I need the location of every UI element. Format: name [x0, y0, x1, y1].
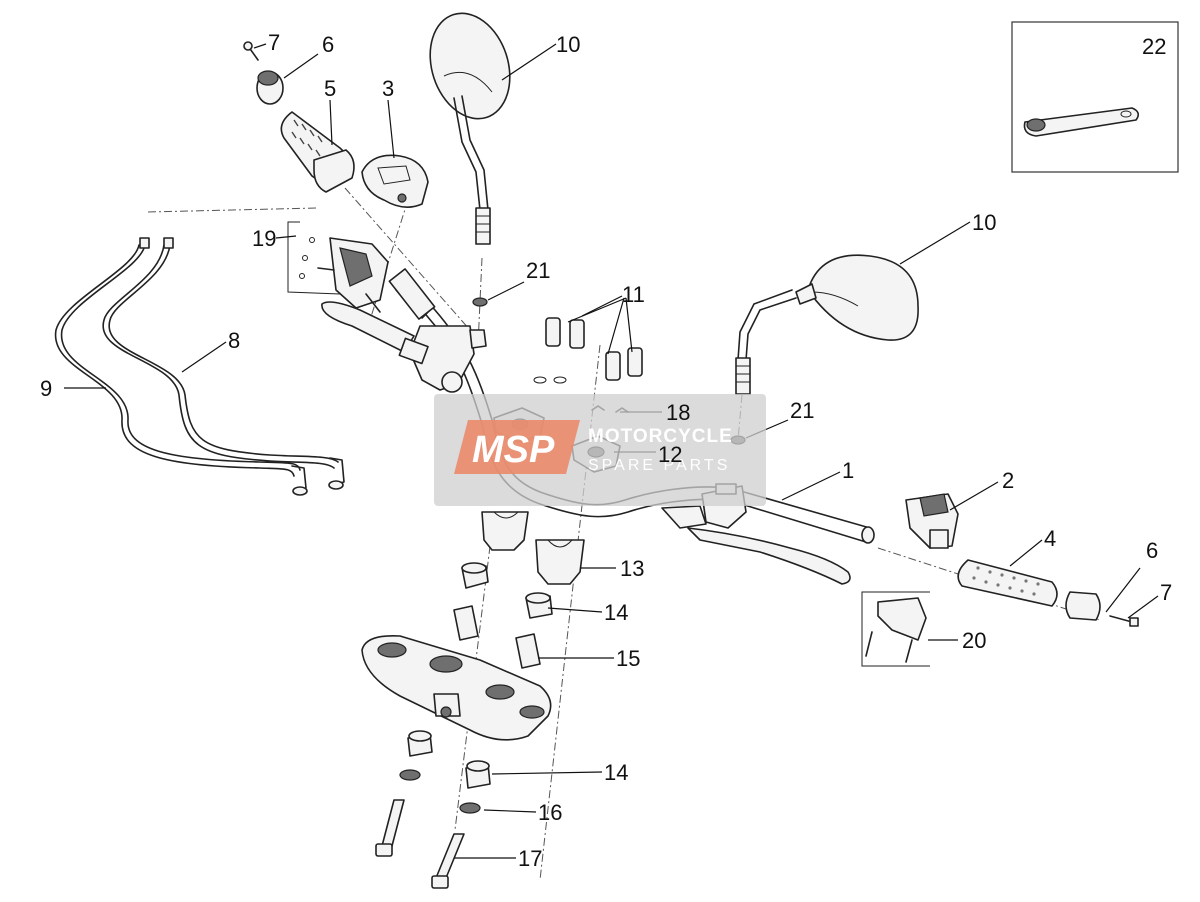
watermark-title: MOTORCYCLE [588, 426, 733, 447]
label-part-14-lower: 14 [604, 760, 628, 785]
watermark-logo-shape [454, 420, 580, 474]
washer-left [472, 297, 488, 307]
brake-lever-left [321, 301, 487, 393]
guide-line-hoses [147, 207, 319, 213]
washers-lower [399, 769, 481, 814]
part-number-labels: 1 2 3 4 5 6 6 7 7 8 9 10 10 11 12 13 14 … [40, 30, 1172, 871]
label-part-2: 2 [1002, 468, 1014, 493]
label-part-14-upper: 14 [604, 600, 628, 625]
label-part-8: 8 [228, 328, 240, 353]
end-cap-left [256, 70, 284, 105]
label-part-11: 11 [622, 282, 645, 307]
label-part-10-right: 10 [972, 210, 996, 235]
riser-right [535, 539, 585, 585]
label-part-18: 18 [666, 400, 690, 425]
label-part-22: 22 [1142, 34, 1166, 59]
label-part-9: 9 [40, 376, 52, 401]
label-part-17: 17 [518, 846, 542, 871]
bolt-left [243, 41, 259, 61]
label-part-3: 3 [382, 76, 394, 101]
label-part-4: 4 [1044, 526, 1056, 551]
end-cap-right [1065, 591, 1101, 621]
mounting-bolts [375, 799, 465, 889]
label-part-21-left: 21 [526, 258, 550, 283]
switch-housing-right [905, 493, 959, 549]
bushings-lower [407, 730, 491, 789]
label-part-6-right: 6 [1146, 538, 1158, 563]
guide-line-switch [369, 199, 409, 321]
bushings-upper [461, 562, 553, 619]
guide-line-clamp-right [539, 344, 601, 881]
label-part-5: 5 [324, 76, 336, 101]
label-part-19: 19 [252, 226, 276, 251]
watermark-logo-text: MSP [472, 429, 555, 471]
throttle-grip-left [280, 111, 355, 193]
watermark: MSP MOTORCYCLE SPARE PARTS [434, 394, 766, 506]
bolt-right [1109, 615, 1139, 627]
clutch-lever-right [661, 483, 851, 585]
spacers [453, 605, 541, 669]
label-part-7-right: 7 [1160, 580, 1172, 605]
label-part-21-right: 21 [790, 398, 814, 423]
mirror-left [429, 12, 511, 245]
hose-8 [102, 237, 345, 490]
cover-right [861, 591, 930, 667]
watermark-subtitle: SPARE PARTS [588, 457, 730, 474]
label-part-20: 20 [962, 628, 986, 653]
label-part-1: 1 [842, 458, 854, 483]
label-part-15: 15 [616, 646, 640, 671]
riser-left [481, 511, 529, 551]
label-part-12: 12 [658, 442, 682, 467]
label-part-16: 16 [538, 800, 562, 825]
hose-9 [54, 237, 308, 496]
top-triple-clamp [361, 634, 552, 741]
label-part-10-left: 10 [556, 32, 580, 57]
label-part-7-left: 7 [268, 30, 280, 55]
mirror-right [735, 254, 919, 395]
grip-right [957, 559, 1058, 607]
cover-left [287, 221, 389, 313]
label-part-13: 13 [620, 556, 644, 581]
switch-housing-left [361, 154, 429, 208]
inset-box-part-22 [1011, 21, 1179, 173]
clamp-screws [533, 317, 643, 384]
label-part-6-left: 6 [322, 32, 334, 57]
